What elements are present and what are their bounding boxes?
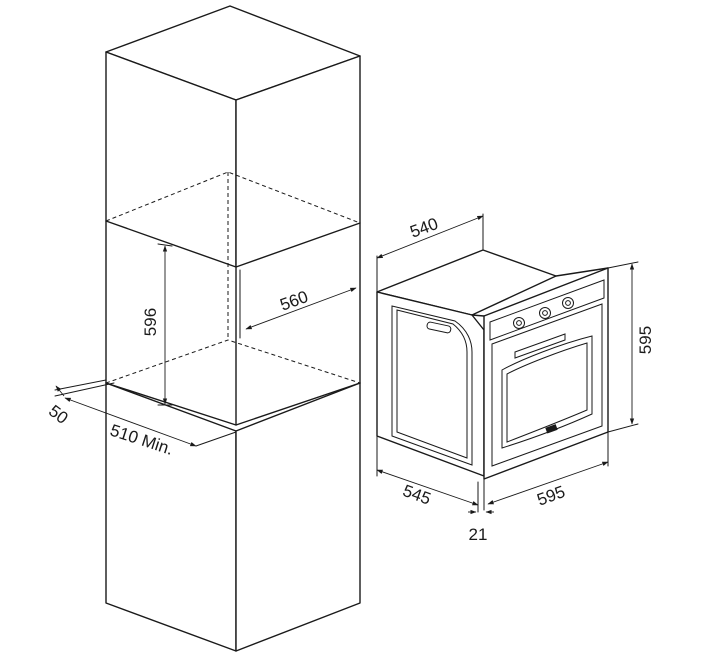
oven: 540 595 545 595 21 xyxy=(376,213,655,544)
knob-right-icon xyxy=(562,297,574,309)
dim-oven-height: 595 xyxy=(607,261,655,433)
cabinet-column: 596 560 50 510 Min. xyxy=(45,5,361,652)
oven-side-handle-slot xyxy=(426,321,452,334)
knob-middle-icon xyxy=(539,307,551,319)
label-545: 545 xyxy=(400,481,433,509)
label-21: 21 xyxy=(469,525,488,544)
oven-door xyxy=(491,303,603,467)
oven-brand-badge xyxy=(545,424,558,434)
label-595-height: 595 xyxy=(636,326,655,354)
dim-recess-height: 596 xyxy=(141,243,173,406)
label-560: 560 xyxy=(278,287,311,315)
dim-recess-width: 560 xyxy=(245,287,357,330)
oven-side-panel xyxy=(391,305,473,466)
oven-door-handle xyxy=(514,333,566,359)
cabinet-lower-front xyxy=(105,382,237,652)
oven-control-panel xyxy=(489,279,605,341)
oven-window xyxy=(501,335,593,449)
label-596: 596 xyxy=(141,308,160,336)
knob-left-icon xyxy=(513,317,525,329)
cabinet-lower-side xyxy=(235,382,361,652)
label-540: 540 xyxy=(408,214,441,242)
dim-oven-front-thickness: 21 xyxy=(468,481,494,544)
oven-body-side xyxy=(376,291,485,477)
cabinet-recess xyxy=(105,171,361,426)
dim-gap: 50 xyxy=(45,379,115,428)
label-50: 50 xyxy=(45,401,72,428)
